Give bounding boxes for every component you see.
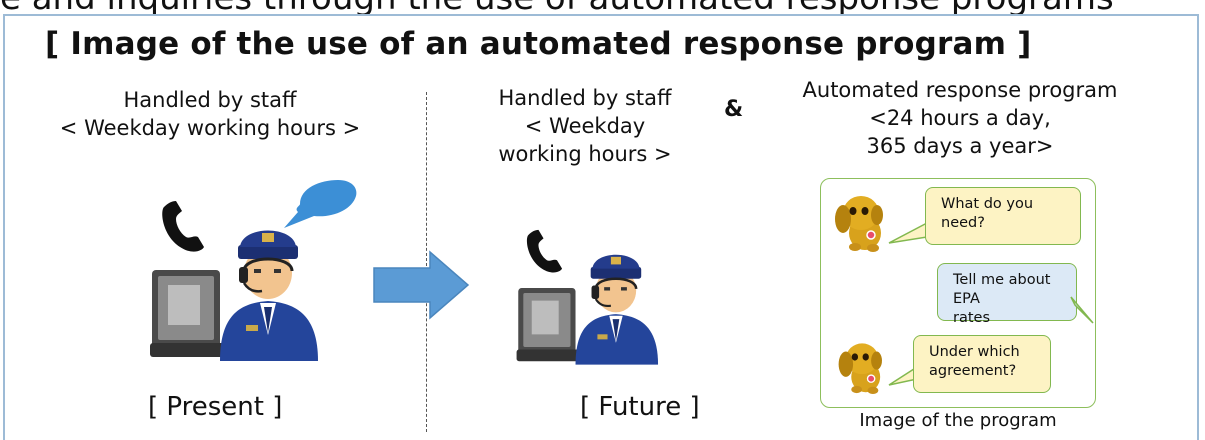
operator-at-computer-icon (516, 229, 659, 365)
top-banner-text: e and inquiries through the use of autom… (0, 0, 1205, 18)
chat-message-line: Tell me about EPA (953, 272, 1051, 307)
present-label-line1: Handled by staff (123, 88, 297, 112)
future-caption: [ Future ] (580, 392, 700, 422)
bubble-tail (888, 221, 928, 244)
phone-icon (162, 201, 204, 252)
operator-at-computer-icon (150, 201, 318, 361)
program-caption: Image of the program (859, 410, 1057, 431)
program-label: Automated response program <24 hours a d… (780, 76, 1140, 160)
bubble-tail (1070, 296, 1094, 324)
mascot-dog-icon (838, 343, 882, 394)
mascot-dog-icon (835, 196, 883, 252)
phone-icon (526, 229, 563, 273)
right-arrow-icon (373, 250, 470, 320)
present-caption: [ Present ] (148, 392, 283, 422)
future-label: Handled by staff < Weekday working hours… (470, 84, 700, 168)
chat-message-line: need? (941, 215, 985, 231)
chat-message-line: rates (953, 310, 991, 326)
chat-message-line: agreement? (929, 363, 1017, 379)
chat-program-box: What do you need? Tell me about EPA rate… (820, 178, 1096, 408)
future-label-line1: Handled by staff (498, 86, 672, 110)
page-title: [ Image of the use of an automated respo… (45, 26, 1032, 62)
chat-message-line: What do you (941, 196, 1034, 212)
dashed-divider (426, 92, 427, 432)
present-label: Handled by staff < Weekday working hours… (40, 86, 380, 142)
program-label-line1: Automated response program (802, 78, 1118, 102)
chat-bubble-bot-1: What do you need? (925, 187, 1081, 245)
program-label-line2: <24 hours a day, (869, 106, 1051, 130)
present-label-line2: < Weekday working hours > (59, 116, 361, 140)
chat-bubble-bot-2: Under which agreement? (913, 335, 1051, 393)
future-label-line3: working hours > (498, 142, 672, 166)
chat-bubble-user: Tell me about EPA rates (937, 263, 1077, 326)
ampersand: & (724, 97, 744, 122)
program-label-line3: 365 days a year> (866, 134, 1054, 158)
speech-bubble-icon (284, 180, 357, 228)
chat-message-line: Under which (929, 344, 1020, 360)
future-label-line2: < Weekday (524, 114, 646, 138)
